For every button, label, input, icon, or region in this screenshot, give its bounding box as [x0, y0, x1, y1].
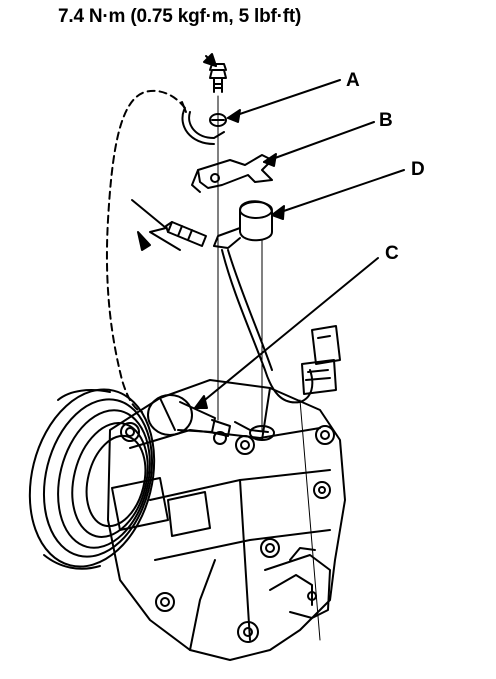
callout-b: B [379, 110, 393, 131]
compressor-pulley [28, 388, 156, 570]
harness-terminal [165, 221, 207, 247]
alignment-lines [217, 95, 321, 641]
thermal-protector [147, 394, 275, 445]
callout-a: A [346, 70, 360, 91]
callout-c: C [385, 243, 399, 264]
callout-d: D [411, 159, 425, 180]
cap-d [213, 200, 273, 249]
torque-spec: 7.4 N·m (0.75 kgf·m, 5 lbf·ft) [58, 6, 302, 27]
mounting-bolt [209, 63, 227, 93]
wire-route-dashed [105, 89, 186, 413]
direction-arrow [131, 199, 181, 251]
leader-lines [194, 53, 405, 409]
harness-connector [301, 325, 341, 395]
bracket-b [191, 154, 273, 193]
wiring-harness [181, 101, 314, 404]
